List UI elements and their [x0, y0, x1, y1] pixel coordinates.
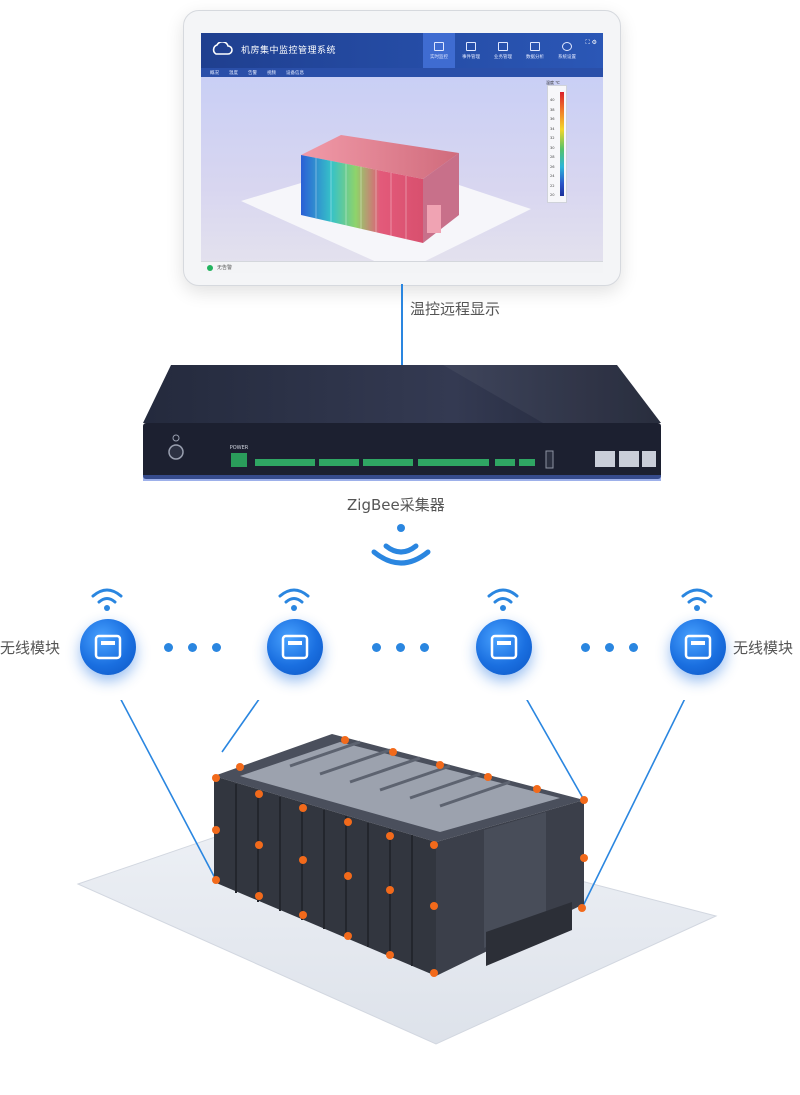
micro-module-rack-scene — [76, 700, 718, 1045]
gear-icon — [562, 41, 572, 51]
legend-tick: 40 — [550, 98, 555, 102]
tab-device-info[interactable]: 设备信息 — [286, 71, 304, 76]
module-badge — [80, 619, 136, 675]
app-header: 机房集中监控管理系统 实时监控 事件管理 业务管理 数据分析 系统设置 ⛶ ⚙ — [201, 33, 603, 68]
legend-tick: 30 — [550, 145, 555, 150]
module-badge — [267, 619, 323, 675]
legend-tick: 32 — [550, 136, 555, 140]
tab-alarm[interactable]: 告警 — [248, 71, 257, 76]
nav-item-realtime[interactable]: 实时监控 — [423, 33, 455, 68]
monitoring-screen: 机房集中监控管理系统 实时监控 事件管理 业务管理 数据分析 系统设置 ⛶ ⚙ … — [201, 33, 603, 273]
wireless-module-label-left: 无线模块 — [0, 639, 61, 657]
cloud-logo-icon — [212, 42, 233, 55]
tablet-display: 机房集中监控管理系统 实时监控 事件管理 业务管理 数据分析 系统设置 ⛶ ⚙ … — [183, 10, 621, 286]
wireless-module-node — [476, 619, 532, 675]
module-icon — [281, 634, 309, 660]
temperature-legend: 40 38 36 34 32 30 28 26 24 22 20 — [547, 85, 567, 203]
wifi-icon — [487, 588, 519, 611]
nav-label: 实时监控 — [430, 54, 448, 60]
legend-tick: 28 — [550, 155, 555, 159]
status-text: 无告警 — [217, 265, 233, 271]
legend-tick: 22 — [550, 183, 555, 188]
status-bar: 无告警 — [201, 261, 603, 273]
wifi-icon — [91, 588, 123, 611]
wireless-module-node — [267, 619, 323, 675]
thermal-3d-scene — [201, 77, 603, 273]
legend-tick: 38 — [550, 107, 555, 112]
nav-label: 数据分析 — [526, 54, 544, 60]
ellipsis-dots — [372, 643, 429, 652]
wifi-icon — [278, 588, 310, 611]
legend-tick: 36 — [550, 117, 555, 121]
document-icon — [498, 41, 508, 51]
module-badge — [670, 619, 726, 675]
status-indicator-icon — [207, 265, 213, 271]
tab-video[interactable]: 视频 — [267, 71, 276, 76]
app-nav: 实时监控 事件管理 业务管理 数据分析 系统设置 — [423, 33, 583, 68]
module-icon — [684, 634, 712, 660]
nav-item-business[interactable]: 业务管理 — [487, 33, 519, 68]
module-icon — [490, 634, 518, 660]
power-label: POWER — [230, 445, 249, 451]
thermal-rack-visual — [241, 135, 531, 273]
module-icon — [94, 634, 122, 660]
nav-item-settings[interactable]: 系统设置 — [551, 33, 583, 68]
window-controls[interactable]: ⛶ ⚙ — [585, 39, 598, 46]
zigbee-collector-device: POWER — [143, 365, 661, 481]
wireless-module-node — [670, 619, 726, 675]
wifi-icon — [371, 524, 431, 566]
legend-tick: 34 — [550, 126, 555, 131]
connector-line — [401, 284, 403, 366]
nav-label: 事件管理 — [462, 54, 480, 60]
legend-tick: 24 — [550, 174, 555, 178]
legend-gradient — [560, 92, 564, 196]
monitor-icon — [434, 41, 444, 51]
module-badge — [476, 619, 532, 675]
ellipsis-dots — [164, 643, 221, 652]
chart-icon — [530, 41, 540, 51]
legend-tick: 20 — [550, 193, 555, 197]
nav-item-events[interactable]: 事件管理 — [455, 33, 487, 68]
legend-ticks: 40 38 36 34 32 30 28 26 24 22 20 — [550, 96, 555, 201]
app-tabs: 概况 温度 告警 视频 设备信息 — [201, 68, 603, 77]
wifi-icon — [681, 588, 713, 611]
app-title: 机房集中监控管理系统 — [241, 46, 337, 56]
legend-title: 温度 ℃ — [546, 80, 560, 85]
ellipsis-dots — [581, 643, 638, 652]
collector-label: ZigBee采集器 — [347, 496, 445, 514]
tab-overview[interactable]: 概况 — [210, 71, 219, 76]
wireless-module-node — [80, 619, 136, 675]
nav-item-analysis[interactable]: 数据分析 — [519, 33, 551, 68]
event-icon — [466, 41, 476, 51]
wireless-module-label-right: 无线模块 — [733, 639, 794, 657]
tab-temperature[interactable]: 温度 — [229, 71, 238, 76]
legend-tick: 26 — [550, 164, 555, 169]
nav-label: 业务管理 — [494, 54, 512, 60]
remote-display-label: 温控远程显示 — [410, 300, 501, 318]
nav-label: 系统设置 — [558, 54, 576, 60]
